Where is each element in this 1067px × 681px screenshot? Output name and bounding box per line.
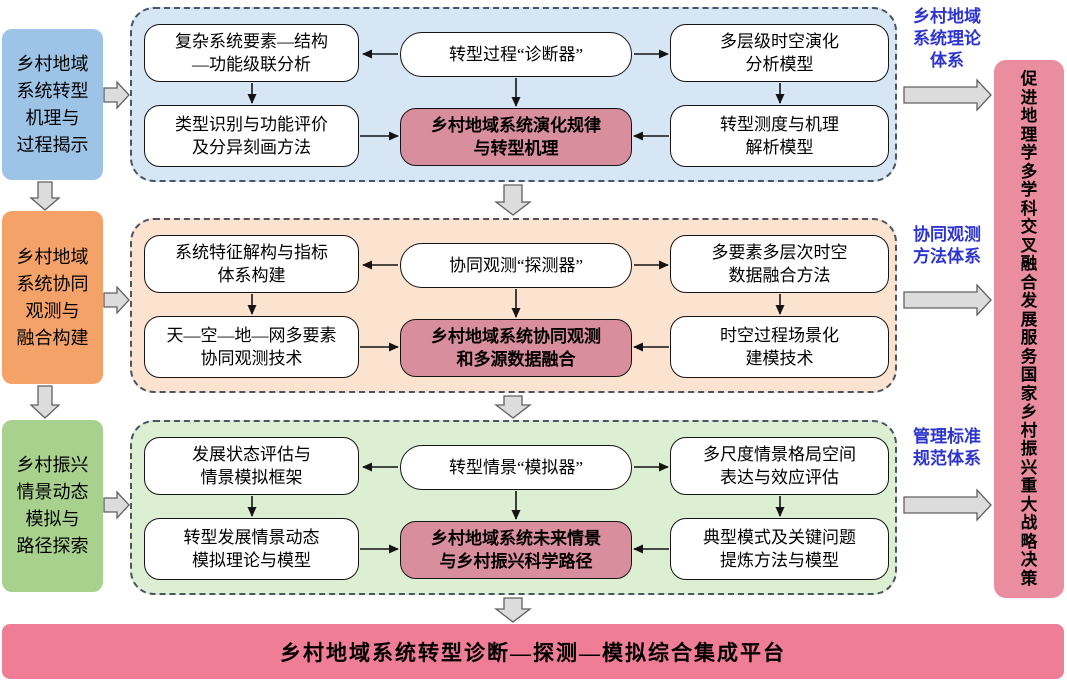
node-scenario-simulator: 转型情景“模拟器”: [400, 445, 632, 490]
arrow-left-to-panel-3: [103, 490, 130, 520]
stage3-connectors: [247, 462, 785, 554]
node-type-identification: 类型识别与功能评价 及分异刻画方法: [144, 105, 359, 167]
node-observation-technology: 天—空—地—网多要素 协同观测技术: [144, 316, 359, 378]
theory-system-label: 乡村地域 系统理论 体系: [913, 7, 981, 70]
node-future-scenario-core: 乡村地域系统未来情景 与乡村振兴科学路径: [400, 521, 632, 579]
stage2-panel: 系统特征解构与指标 体系构建 协同观测“探测器” 多要素多层次时空 数据融合方法…: [130, 218, 897, 393]
stage2-left-label: 乡村地域 系统协同 观测与 融合构建: [2, 211, 103, 384]
node-evolution-mechanism-core: 乡村地域系统演化规律 与转型机理: [400, 108, 632, 166]
arrow-leftcol-1-to-2: [29, 181, 61, 211]
stage3-panel: 发展状态评估与 情景模拟框架 转型情景“模拟器” 多尺度情景格局空间 表达与效应…: [130, 420, 897, 595]
node-development-assessment: 发展状态评估与 情景模拟框架: [144, 437, 359, 495]
node-simulation-theory-model: 转型发展情景动态 模拟理论与模型: [144, 518, 359, 580]
impact-text-bottom: 服务国家乡村振兴重大战略决策: [1020, 328, 1038, 588]
arrow-left-to-panel-1: [103, 80, 130, 110]
stage3-left-label: 乡村振兴 情景动态 模拟与 路径探索: [2, 420, 103, 592]
arrow-panel2-to-impact: [903, 283, 992, 317]
node-data-fusion-method: 多要素多层次时空 数据融合方法: [670, 235, 889, 293]
node-cascade-analysis: 复杂系统要素—结构 —功能级联分析: [144, 24, 359, 82]
integration-platform-bar: 乡村地域系统转型诊断—探测—模拟综合集成平台: [2, 624, 1064, 679]
node-multilevel-evolution-model: 多层级时空演化 分析模型: [670, 24, 889, 82]
node-scenario-evaluation: 多尺度情景格局空间 表达与效应评估: [670, 437, 889, 495]
stage1-left-label: 乡村地域 系统转型 机理与 过程揭示: [2, 29, 103, 180]
management-standard-system-label: 管理标准 规范体系: [913, 427, 981, 468]
node-collaborative-detector: 协同观测“探测器”: [400, 243, 632, 288]
impact-panel: 促进地理学多学科交叉融合发展 服务国家乡村振兴重大战略决策: [994, 60, 1064, 598]
node-indicator-system: 系统特征解构与指标 体系构建: [144, 235, 359, 293]
arrow-panel2-to-panel3: [494, 395, 532, 419]
stage1-connectors: [247, 49, 785, 141]
stage2-connectors: [247, 260, 785, 352]
arrow-panel1-to-panel2: [494, 184, 532, 216]
arrow-panel3-to-impact: [903, 488, 992, 522]
arrow-panel1-to-impact: [903, 78, 992, 112]
node-typical-pattern-extraction: 典型模式及关键问题 提炼方法与模型: [670, 518, 889, 580]
node-transition-diagnoser: 转型过程“诊断器”: [400, 32, 632, 77]
observation-method-system-label: 协同观测 方法体系: [913, 225, 981, 266]
impact-text-top: 促进地理学多学科交叉融合发展: [1020, 69, 1038, 329]
node-scenario-modeling-technology: 时空过程场景化 建模技术: [670, 316, 889, 378]
node-transition-measurement-model: 转型测度与机理 解析模型: [670, 105, 889, 167]
node-observation-fusion-core: 乡村地域系统协同观测 和多源数据融合: [400, 319, 632, 377]
stage1-panel: 复杂系统要素—结构 —功能级联分析 转型过程“诊断器” 多层级时空演化 分析模型…: [130, 7, 897, 182]
arrow-leftcol-2-to-3: [29, 385, 61, 419]
arrow-panel3-to-platform: [494, 597, 532, 623]
arrow-left-to-panel-2: [103, 285, 130, 315]
